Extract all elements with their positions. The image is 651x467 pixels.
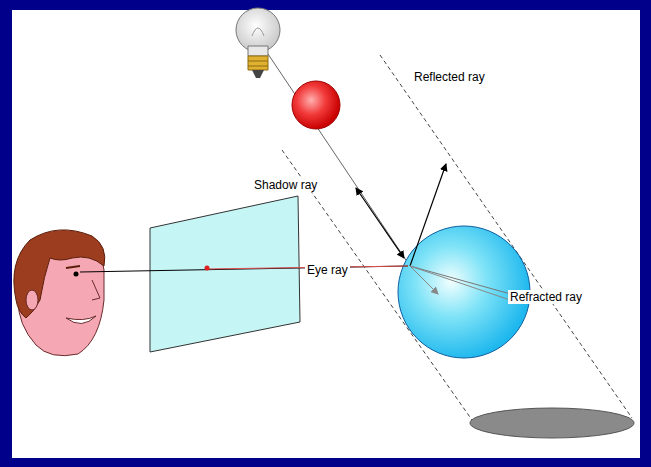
ray-label: Refracted ray [508, 290, 584, 304]
ray-label: Eye ray [305, 263, 350, 277]
white-panel [12, 10, 640, 458]
ray-label: Reflected ray [412, 70, 487, 84]
ray-label: Shadow ray [252, 178, 319, 192]
